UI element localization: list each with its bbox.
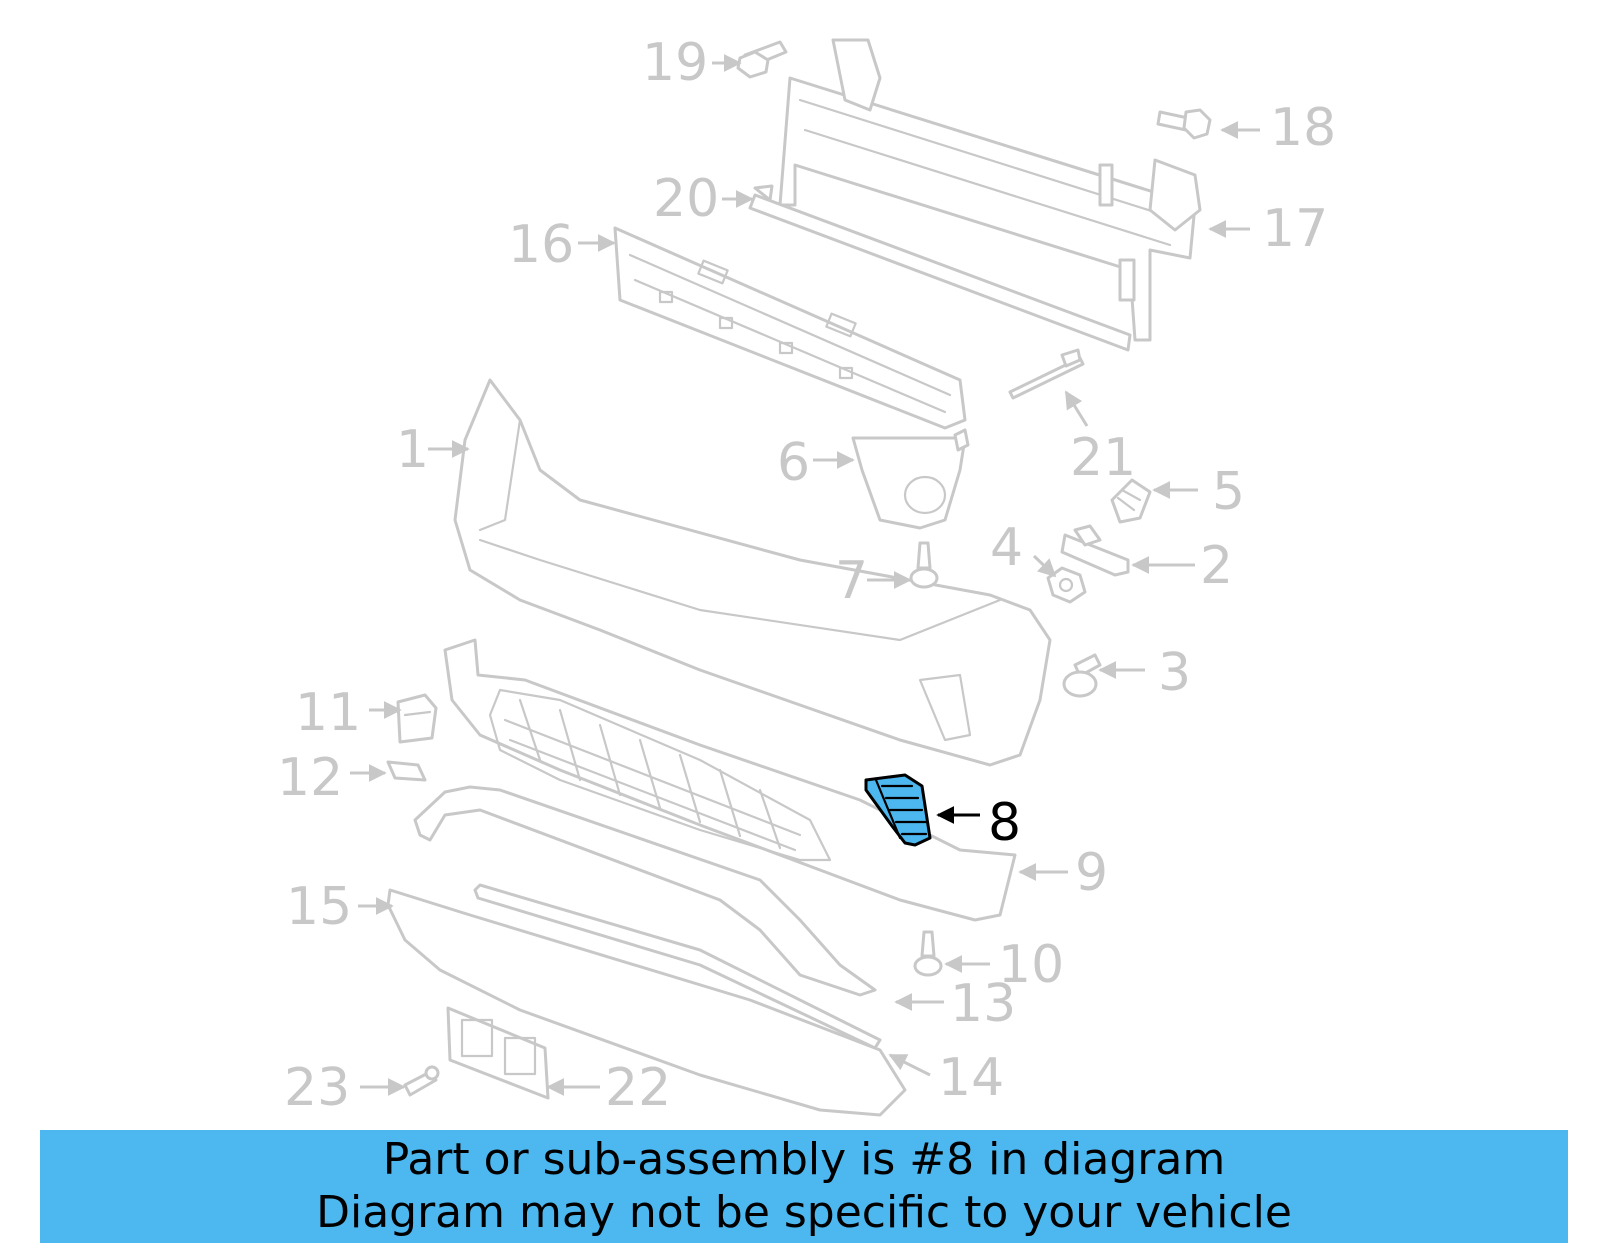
callout-9: 9 [1075, 843, 1108, 903]
callout-22: 22 [605, 1058, 671, 1118]
part-7-screw [909, 541, 939, 589]
callout-18: 18 [1270, 98, 1336, 158]
part-2-bracket [1060, 524, 1130, 577]
part-6-bracket [851, 428, 970, 530]
callout-12: 12 [277, 748, 343, 808]
callout-21: 21 [1070, 428, 1136, 488]
callout-23: 23 [284, 1058, 350, 1118]
callout-14: 14 [938, 1048, 1004, 1108]
callout-3: 3 [1158, 643, 1191, 703]
part-13-garnish [413, 785, 877, 997]
callout-11: 11 [295, 683, 361, 743]
callout-6: 6 [777, 433, 810, 493]
callout-2: 2 [1200, 536, 1233, 596]
callout-13: 13 [950, 974, 1016, 1034]
part-14-skid-trim [473, 883, 882, 1050]
banner-disclaimer-line: Diagram may not be specific to your vehi… [316, 1187, 1292, 1238]
part-21-pin [1008, 348, 1085, 400]
callout-7: 7 [835, 551, 868, 611]
callout-4: 4 [990, 518, 1023, 578]
part-18-bolt [1156, 108, 1212, 140]
callout-15: 15 [286, 877, 352, 937]
part-3-push-pin [1062, 653, 1102, 698]
callout-8: 8 [988, 793, 1021, 853]
part-5-clip [1110, 478, 1152, 524]
part-15-lower-valance [386, 888, 907, 1117]
banner-part-line: Part or sub-assembly is #8 in diagram [382, 1134, 1226, 1185]
part-11-bracket [396, 693, 438, 744]
callouts: 19 18 20 17 16 21 1 6 5 4 2 7 3 11 12 8 [277, 33, 1336, 1118]
part-23-fastener [403, 1065, 440, 1097]
part-17-reinforcement-beam [778, 38, 1202, 342]
part-22-license-bracket [446, 1006, 550, 1100]
callout-1: 1 [396, 420, 429, 480]
part-12-pad [386, 760, 427, 782]
callout-17: 17 [1262, 199, 1328, 259]
part-19-bolt [736, 40, 788, 79]
part-10-screw [913, 930, 943, 977]
part-1-bumper-cover [453, 378, 1052, 767]
part-9-lower-grille [443, 638, 1017, 922]
callout-5: 5 [1212, 462, 1245, 522]
part-4-nut [1046, 566, 1087, 604]
callout-19: 19 [642, 33, 708, 93]
callout-16: 16 [508, 215, 574, 275]
part-8-highlighted[interactable] [864, 773, 932, 847]
part-16-absorber [613, 226, 967, 430]
callout-20: 20 [653, 169, 719, 229]
callout-10: 10 [998, 935, 1064, 995]
info-banner: Part or sub-assembly is #8 in diagram Di… [40, 1130, 1568, 1243]
